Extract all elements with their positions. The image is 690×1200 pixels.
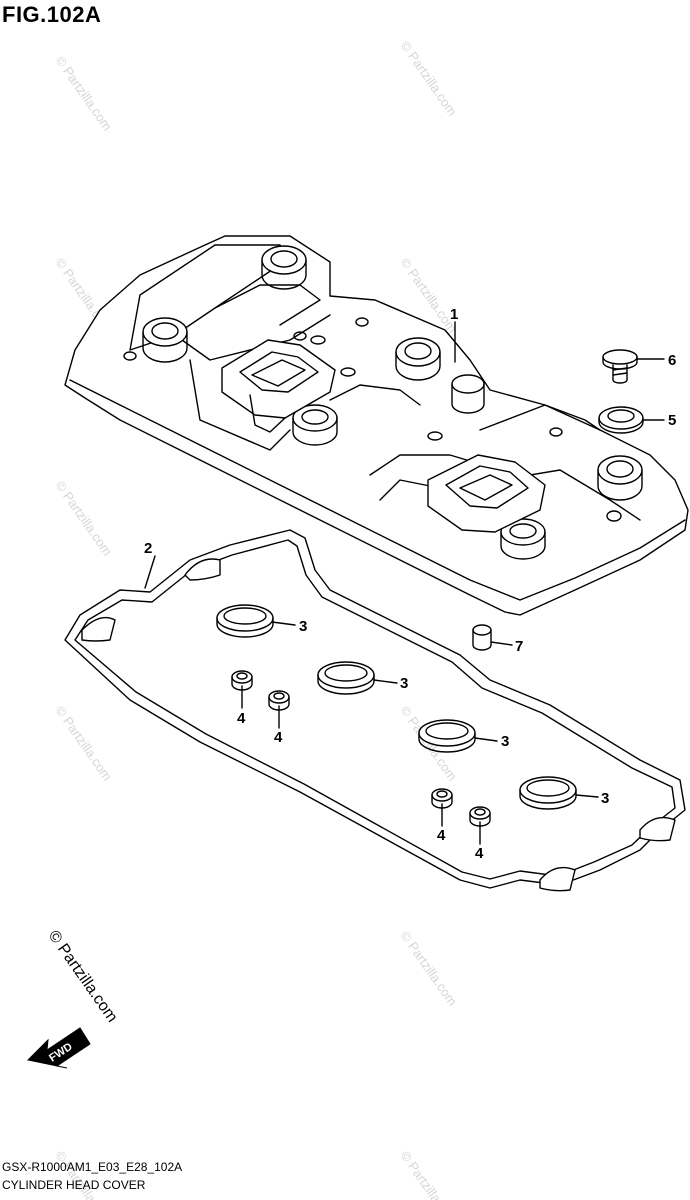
callout-1: 1 — [450, 306, 458, 323]
leader-lines — [144, 321, 665, 845]
forward-arrow-icon: FWD — [26, 1027, 91, 1069]
small-seal — [431, 788, 453, 809]
watermark-logo-text: © Partzilla.com — [45, 928, 121, 1026]
callout-2: 2 — [144, 540, 152, 557]
callout-6: 6 — [668, 352, 676, 369]
callout-5: 5 — [668, 412, 676, 429]
grommet-washer — [598, 406, 644, 434]
watermark-text: © Partzilla.com — [398, 1148, 461, 1200]
small-seal — [268, 690, 290, 711]
plug-hole-seal — [519, 776, 577, 810]
callout-3: 3 — [400, 675, 408, 692]
callout-3: 3 — [601, 790, 609, 807]
cover-bolt — [602, 349, 638, 384]
figure-title: FIG.102A — [2, 2, 102, 27]
diagram-caption: CYLINDER HEAD COVER — [2, 1178, 146, 1192]
watermark-text: © Partzilla.com — [398, 928, 461, 1008]
cylinder-head-cover — [64, 235, 689, 616]
callout-4: 4 — [237, 710, 246, 727]
watermark-text: © Partzilla.com — [53, 53, 116, 133]
watermark-text: © Partzilla.com — [398, 38, 461, 118]
watermark-text: © Partzilla.com — [53, 478, 116, 558]
callout-3: 3 — [299, 618, 307, 635]
callout-4: 4 — [475, 845, 484, 862]
callout-4: 4 — [274, 729, 283, 746]
plug-hole-seal — [216, 604, 274, 638]
callout-labels: 1 2 3 3 3 3 4 4 4 4 5 6 7 — [144, 306, 676, 862]
plug-hole-seal — [317, 661, 375, 695]
callout-3: 3 — [501, 733, 509, 750]
callout-4: 4 — [437, 827, 446, 844]
diagram-footer: GSX-R1000AM1_E03_E28_102A CYLINDER HEAD … — [2, 1158, 182, 1194]
watermark-text: © Partzilla.com — [53, 703, 116, 783]
callout-7: 7 — [515, 638, 523, 655]
model-code: GSX-R1000AM1_E03_E28_102A — [2, 1160, 183, 1174]
dowel-pin — [472, 624, 492, 651]
small-seal — [231, 670, 253, 691]
plug-hole-seal — [418, 719, 476, 753]
cover-gasket — [64, 529, 686, 892]
